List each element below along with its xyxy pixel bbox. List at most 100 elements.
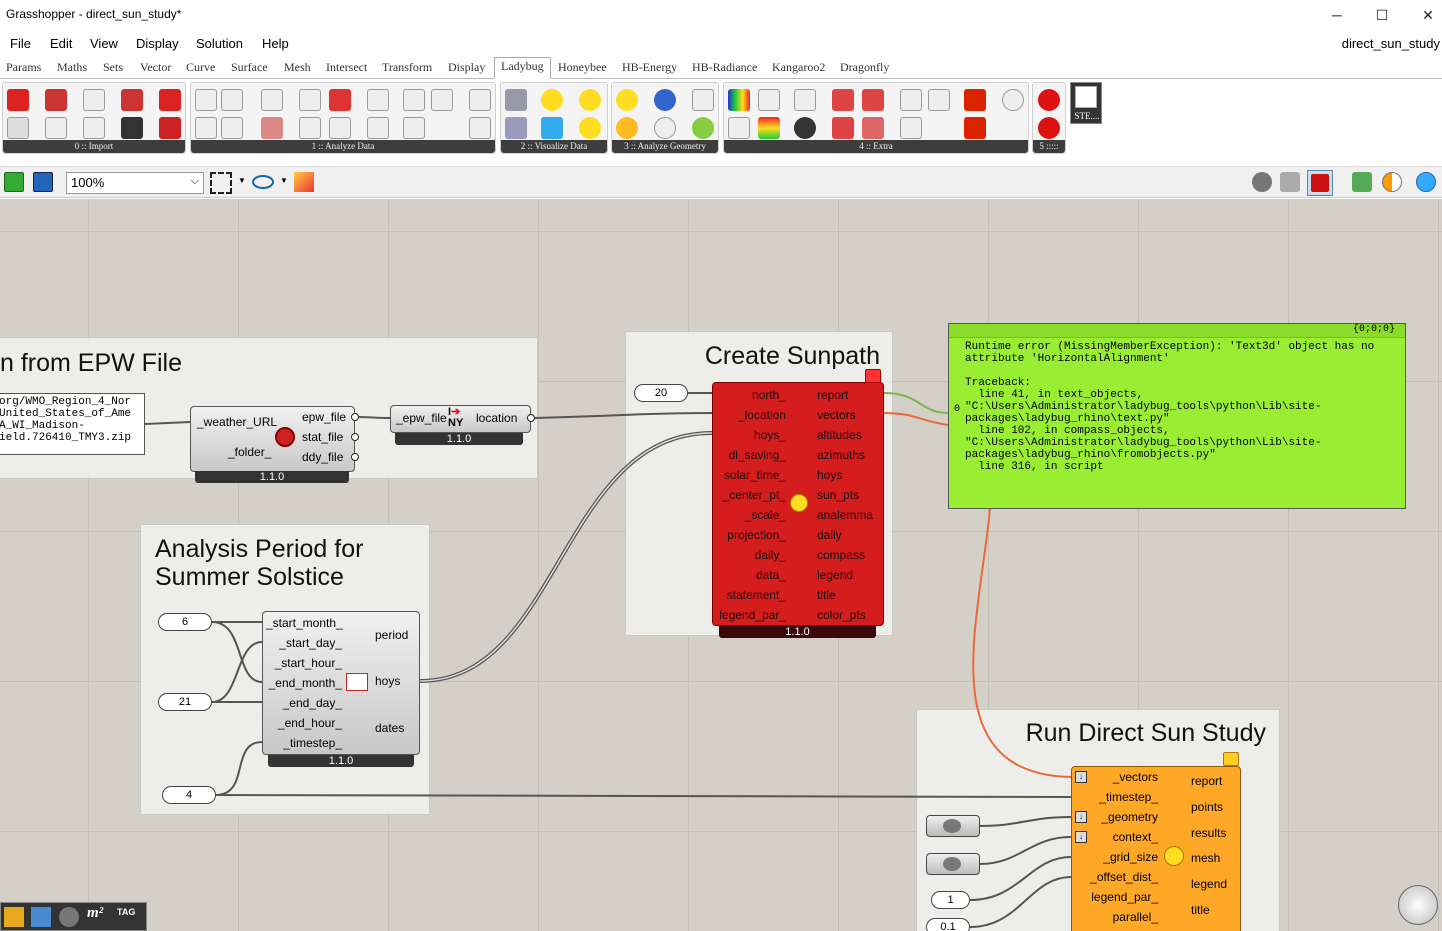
tab-params[interactable]: Params: [6, 60, 42, 74]
input-data[interactable]: data_: [755, 568, 786, 582]
crosshair-icon[interactable]: [1002, 89, 1024, 111]
port-stat-file[interactable]: [351, 433, 359, 441]
output-report[interactable]: report: [817, 388, 849, 402]
preview-eye-icon[interactable]: [252, 175, 274, 189]
color-grid-icon[interactable]: [758, 117, 780, 139]
output-study-legend[interactable]: legend: [1191, 877, 1228, 892]
tag-icon[interactable]: TAG: [117, 907, 136, 917]
folder-red-icon[interactable]: [964, 117, 986, 139]
output-location[interactable]: location: [476, 411, 518, 425]
input-folder[interactable]: _folder_: [228, 445, 272, 459]
sunpath-icon[interactable]: [541, 89, 563, 111]
output-vectors[interactable]: vectors: [817, 408, 856, 422]
direct-sun-component[interactable]: [1071, 766, 1241, 931]
view-person-icon[interactable]: [692, 89, 714, 111]
input-legend-par[interactable]: legend_par_: [719, 608, 786, 622]
output-color-pts[interactable]: color_pts: [817, 608, 866, 622]
wind-icon[interactable]: [367, 117, 389, 139]
port-ddy-file[interactable]: [351, 453, 359, 461]
input-study-timestep[interactable]: _timestep_: [1099, 790, 1158, 804]
camera-icon[interactable]: [794, 117, 816, 139]
tab-kangaroo2[interactable]: Kangaroo2: [772, 60, 826, 74]
wind-rose-icon[interactable]: [505, 89, 527, 111]
zoom-select[interactable]: 100%⌵: [66, 172, 204, 194]
analysis-period-component[interactable]: [262, 611, 420, 755]
tab-transform[interactable]: Transform: [382, 60, 433, 74]
preview-dropdown-icon[interactable]: ▼: [280, 176, 288, 185]
comfort-chart-icon[interactable]: [469, 117, 491, 139]
sky-dome-icon[interactable]: [654, 89, 676, 111]
ip-icon[interactable]: [758, 89, 780, 111]
zoom-dropdown-icon[interactable]: ▼: [238, 176, 246, 185]
input-grid-size[interactable]: _grid_size: [1103, 850, 1158, 864]
input-hoys[interactable]: hoys_: [753, 428, 786, 442]
menu-display[interactable]: Display: [136, 36, 179, 51]
context-param[interactable]: [926, 853, 980, 875]
capture-icon[interactable]: [794, 89, 816, 111]
person-comfort-icon[interactable]: [403, 89, 425, 111]
image-viewer-group[interactable]: STE....: [1070, 82, 1102, 124]
sun-add-icon[interactable]: [579, 89, 601, 111]
bar-chart-icon[interactable]: [505, 117, 527, 139]
tab-surface[interactable]: Surface: [231, 60, 268, 74]
output-title[interactable]: title: [817, 588, 836, 602]
north-slider[interactable]: 20: [634, 384, 688, 402]
tab-intersect[interactable]: Intersect: [326, 60, 368, 74]
input-center-pt[interactable]: _center_pt_: [722, 488, 786, 502]
ribbon-group-analyze-data-label[interactable]: 1 :: Analyze Data: [191, 140, 495, 153]
download-weather-component[interactable]: [190, 406, 355, 472]
output-daily[interactable]: daily: [817, 528, 842, 542]
output-period[interactable]: period: [375, 628, 409, 642]
radiation-icon[interactable]: [692, 117, 714, 139]
sort-icon[interactable]: [221, 89, 243, 111]
tab-mesh[interactable]: Mesh: [284, 60, 311, 74]
month-slider[interactable]: 6: [158, 613, 212, 631]
output-altitudes[interactable]: altitudes: [817, 428, 862, 442]
dy-icon[interactable]: [261, 117, 283, 139]
import-data-icon[interactable]: [45, 117, 67, 139]
input-epw-file[interactable]: _epw_file: [396, 411, 447, 425]
tab-display[interactable]: Display: [448, 60, 486, 74]
gear-icon[interactable]: [59, 907, 79, 927]
tab-honeybee[interactable]: Honeybee: [558, 60, 607, 74]
output-points[interactable]: points: [1191, 799, 1224, 814]
error-panel[interactable]: {0;0;0} 0 Runtime error (MissingMemberEx…: [948, 323, 1406, 509]
c-f-icon[interactable]: [862, 89, 884, 111]
si-ip-convert-icon[interactable]: [832, 117, 854, 139]
ribbon-group-geometry-label[interactable]: 3 :: Analyze Geometry: [612, 140, 718, 153]
open-file-icon[interactable]: [4, 172, 24, 192]
display-wire-icon[interactable]: [1252, 172, 1272, 192]
output-compass[interactable]: compass: [817, 548, 866, 562]
sketch-icon[interactable]: [294, 172, 314, 192]
output-analemma[interactable]: analemma: [817, 508, 874, 522]
cf-icon[interactable]: [862, 117, 884, 139]
direct-sun-icon[interactable]: [616, 117, 638, 139]
minimize-button[interactable]: ─: [1332, 7, 1342, 23]
display-mesh-icon[interactable]: [1280, 172, 1300, 192]
display-shaded-toggle[interactable]: [1307, 170, 1333, 196]
zoom-extents-icon[interactable]: [210, 172, 232, 194]
output-dates[interactable]: dates: [375, 721, 405, 735]
output-sun-pts[interactable]: sun_pts: [817, 488, 860, 502]
conditional-icon[interactable]: [195, 117, 217, 139]
input-weather-url[interactable]: _weather_URL: [197, 415, 278, 429]
ribbon-group-visualize-label[interactable]: 2 :: Visualize Data: [501, 140, 607, 153]
input-start-hour[interactable]: _start_hour_: [274, 656, 342, 670]
menu-help[interactable]: Help: [262, 36, 289, 51]
port-location[interactable]: [527, 414, 535, 422]
input-statement[interactable]: statement_: [726, 588, 786, 602]
input-scale[interactable]: _scale_: [744, 508, 786, 522]
tab-dragonfly[interactable]: Dragonfly: [840, 60, 890, 74]
swap-icon[interactable]: [221, 117, 243, 139]
open-folder-icon[interactable]: [964, 89, 986, 111]
output-period-hoys[interactable]: hoys: [375, 674, 401, 688]
compare-icon[interactable]: [299, 117, 321, 139]
navigation-widget-icon[interactable]: [1398, 885, 1438, 925]
render-icon[interactable]: [1416, 172, 1436, 192]
output-azimuths[interactable]: azimuths: [817, 448, 866, 462]
tab-hb-energy[interactable]: HB-Energy: [622, 60, 678, 74]
tab-sets[interactable]: Sets: [103, 60, 124, 74]
ribbon-group-extra-label[interactable]: 4 :: Extra: [724, 140, 1028, 153]
python-icon[interactable]: [31, 907, 51, 927]
tab-vector[interactable]: Vector: [140, 60, 172, 74]
